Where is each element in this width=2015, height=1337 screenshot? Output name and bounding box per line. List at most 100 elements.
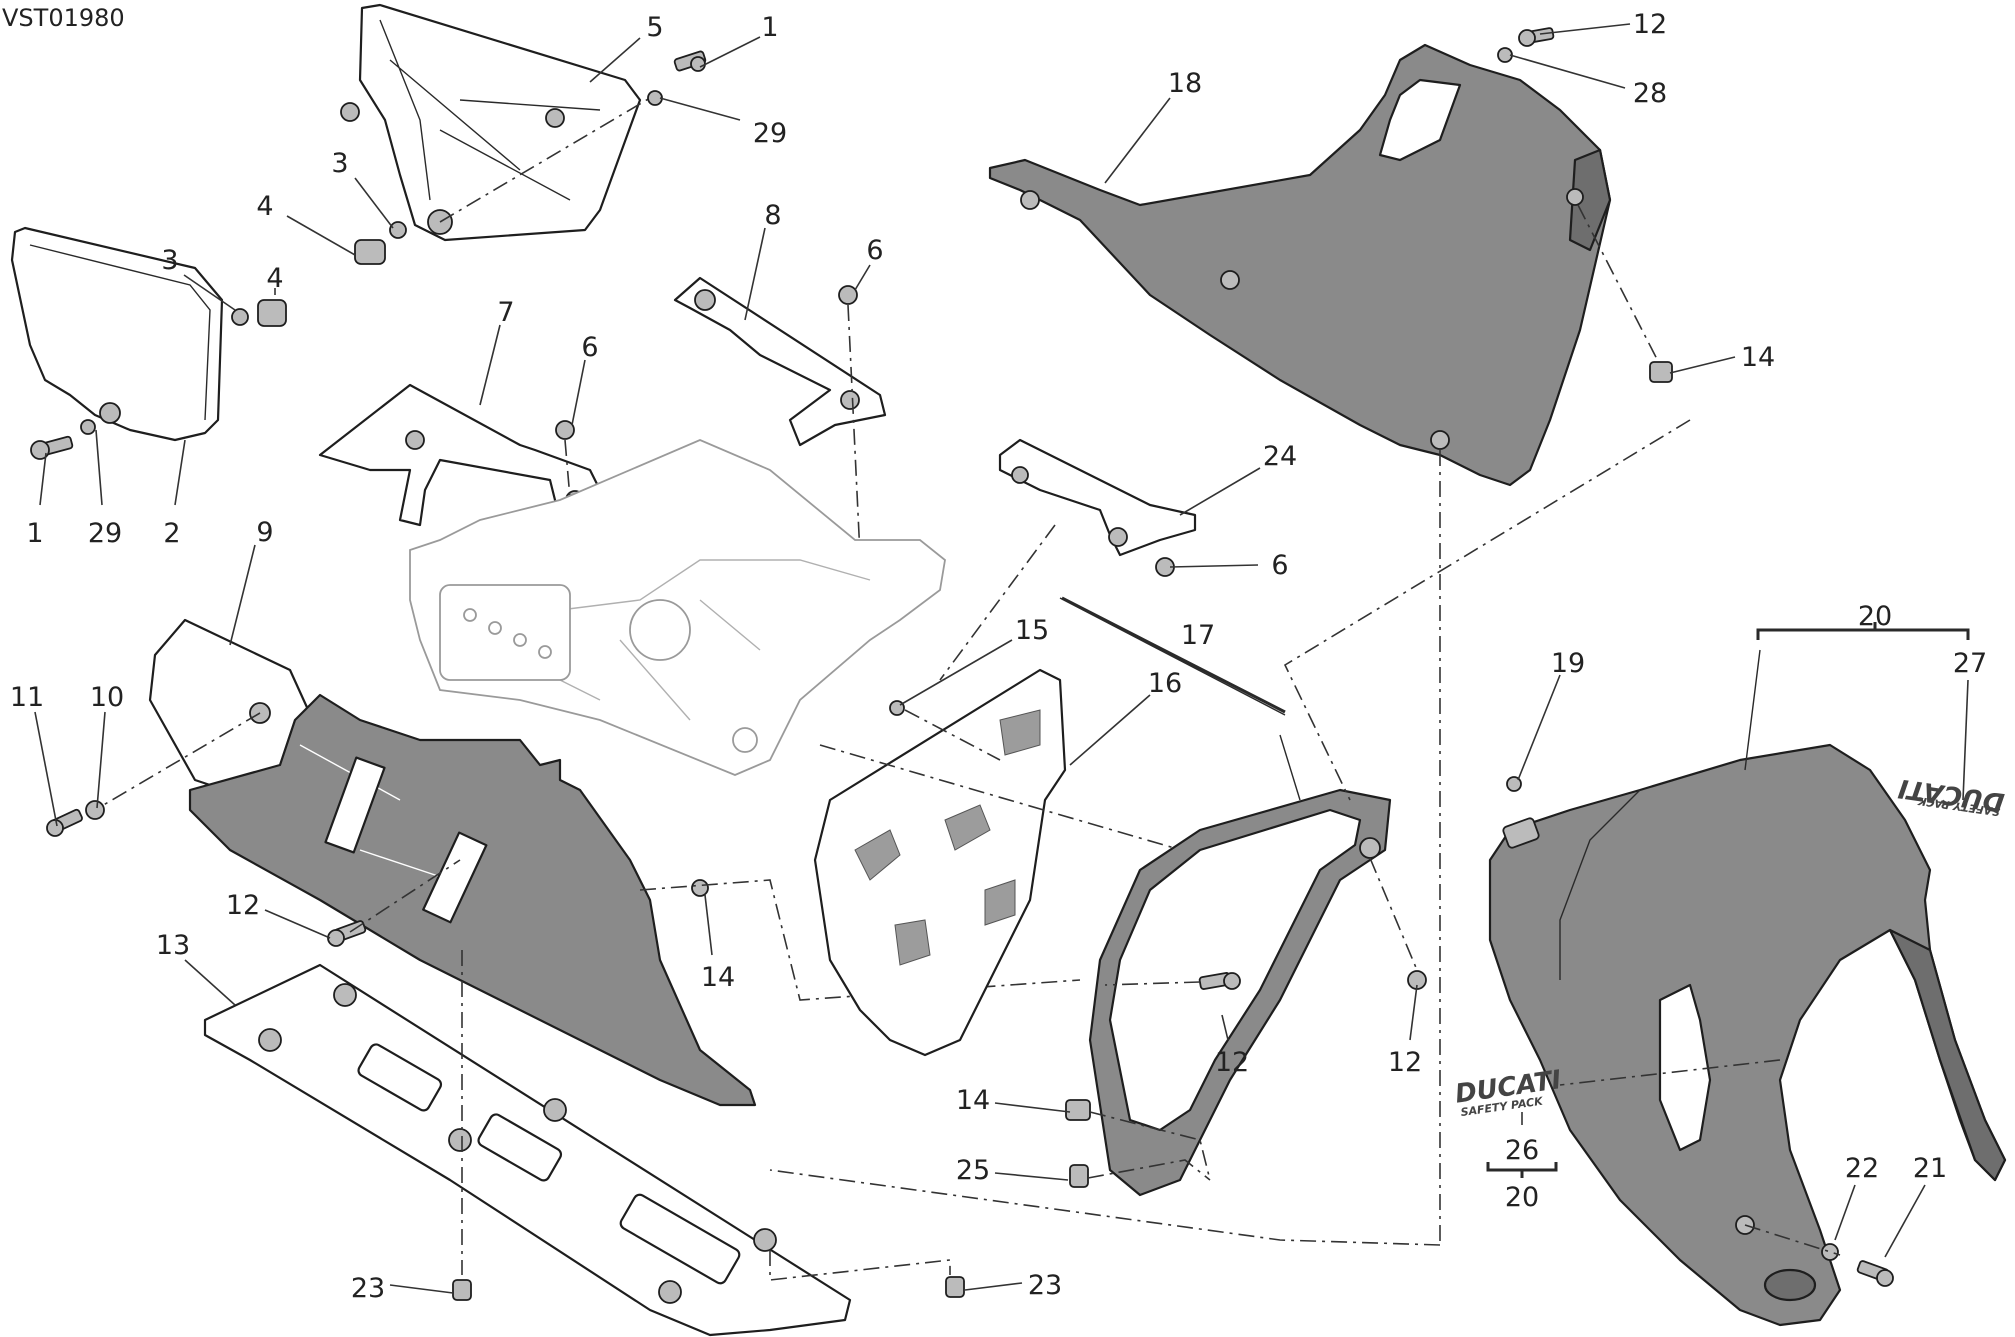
clip-14-top <box>1649 361 1673 383</box>
callout-label-l11: 11 <box>10 682 44 713</box>
callout-label-l29b: 29 <box>88 518 122 549</box>
leader-line-l6a <box>571 359 586 426</box>
part-9-cover <box>148 618 317 797</box>
leader-line-l12b <box>264 909 331 939</box>
leader-line-l3b <box>183 274 236 311</box>
clip-14-panel <box>1065 1099 1091 1121</box>
screw-12-panel <box>1198 972 1241 990</box>
washer-29-left <box>80 419 96 435</box>
screw-12-belly <box>327 920 367 947</box>
part-13-tray <box>203 963 852 1337</box>
leader-line-l7 <box>479 324 501 406</box>
screw-23-b <box>945 1276 965 1298</box>
leader-line-l29b <box>95 429 103 506</box>
brace-17 <box>1061 596 1286 714</box>
screw-25 <box>1069 1164 1089 1188</box>
callout-label-l21: 21 <box>1913 1153 1947 1184</box>
callout-label-l22: 22 <box>1845 1153 1879 1184</box>
callout-label-l1a: 1 <box>761 12 778 43</box>
callout-label-l4b: 4 <box>266 263 283 294</box>
screw-1-left <box>30 435 74 460</box>
leader-line-l11 <box>34 711 58 827</box>
washer-3-top <box>389 221 407 239</box>
screw-19 <box>1502 776 1540 849</box>
callout-label-l18: 18 <box>1168 68 1202 99</box>
callout-label-l23a: 23 <box>351 1273 385 1304</box>
screw-6-a <box>555 420 575 440</box>
leader-line-l3a <box>354 177 394 229</box>
callout-label-l6b: 6 <box>866 235 883 266</box>
leader-line-l23a <box>389 1284 454 1294</box>
part-16-mesh-panel <box>813 668 1067 1057</box>
part-8-bracket <box>673 276 887 447</box>
part-24-bracket <box>998 438 1197 557</box>
leader-line-l9 <box>229 544 256 646</box>
leader-line-l6c <box>1169 564 1259 568</box>
leader-line-l12a <box>1539 23 1631 35</box>
callout-label-l23b: 23 <box>1028 1270 1062 1301</box>
leader-line-l25 <box>994 1172 1069 1181</box>
leader-line-l2 <box>174 439 186 506</box>
leader-line-l13 <box>184 959 236 1006</box>
callout-label-l14c: 14 <box>956 1085 990 1116</box>
leader-line-l14b <box>704 894 713 956</box>
callout-label-l4: 4 <box>256 191 273 222</box>
screw-11 <box>46 808 83 837</box>
callout-label-l12c: 12 <box>1215 1047 1249 1078</box>
washer-3-left <box>231 308 249 326</box>
callout-label-l20b: 20 <box>1505 1182 1539 1213</box>
decal-26-logo: DUCATI SAFETY PACK <box>1453 1065 1563 1119</box>
callout-label-l14a: 14 <box>1741 342 1775 373</box>
callout-label-l28: 28 <box>1633 78 1667 109</box>
screw-21 <box>1856 1260 1894 1287</box>
leader-line-l15 <box>899 639 1013 706</box>
leader-line-l24 <box>1179 467 1261 516</box>
callout-label-l1b: 1 <box>26 518 43 549</box>
part-17-side-panel <box>1088 788 1392 1197</box>
part-2-side-cover <box>10 226 224 442</box>
clip-14-belly <box>691 879 709 897</box>
washer-22 <box>1821 1243 1839 1261</box>
callout-label-l12b: 12 <box>226 890 260 921</box>
callout-label-l16: 16 <box>1148 668 1182 699</box>
leader-line-l1a <box>699 36 761 68</box>
callout-label-l29a: 29 <box>753 118 787 149</box>
callout-label-l3b: 3 <box>161 245 178 276</box>
screw-6-b <box>838 285 858 305</box>
screw-1-top <box>673 50 707 72</box>
callout-label-l7: 7 <box>497 297 514 328</box>
decal-27-logo: DUCATI SAFETY PACK <box>1896 772 2006 818</box>
callout-label-l10: 10 <box>90 682 124 713</box>
leader-line-l29a <box>659 97 741 121</box>
leader-line-l5 <box>589 37 641 83</box>
callout-label-l6c: 6 <box>1271 550 1288 581</box>
leader-line-l22 <box>1834 1184 1856 1241</box>
leader-line-l10 <box>96 711 106 809</box>
leader-line-l12c <box>1221 1014 1229 1041</box>
washer-28 <box>1497 47 1513 63</box>
callout-label-l20a: 20 <box>1858 601 1892 632</box>
subframe <box>409 439 946 776</box>
leader-line-l12d <box>1409 984 1418 1041</box>
callout-label-l8: 8 <box>764 200 781 231</box>
callout-label-l5: 5 <box>646 12 663 43</box>
bushing-4-left <box>257 299 287 327</box>
part-12-side-fairing <box>188 693 757 1107</box>
leader-line-l16 <box>1069 694 1151 766</box>
leader-line-l14c <box>994 1102 1071 1113</box>
bushing-4-top <box>354 239 386 265</box>
screw-12-top <box>1518 27 1555 47</box>
leader-line-l27 <box>1962 679 1969 801</box>
nut-10 <box>85 800 105 820</box>
callout-label-l25: 25 <box>956 1155 990 1186</box>
leader-line-l28 <box>1509 54 1626 89</box>
leader-line-l8 <box>744 227 766 321</box>
callout-label-l9: 9 <box>256 517 273 548</box>
leader-line-l23b <box>964 1282 1023 1291</box>
callout-label-l27: 27 <box>1953 648 1987 679</box>
leader-lines <box>34 23 1969 1294</box>
leader-line-l14a <box>1669 356 1736 374</box>
callout-label-l24: 24 <box>1263 441 1297 472</box>
